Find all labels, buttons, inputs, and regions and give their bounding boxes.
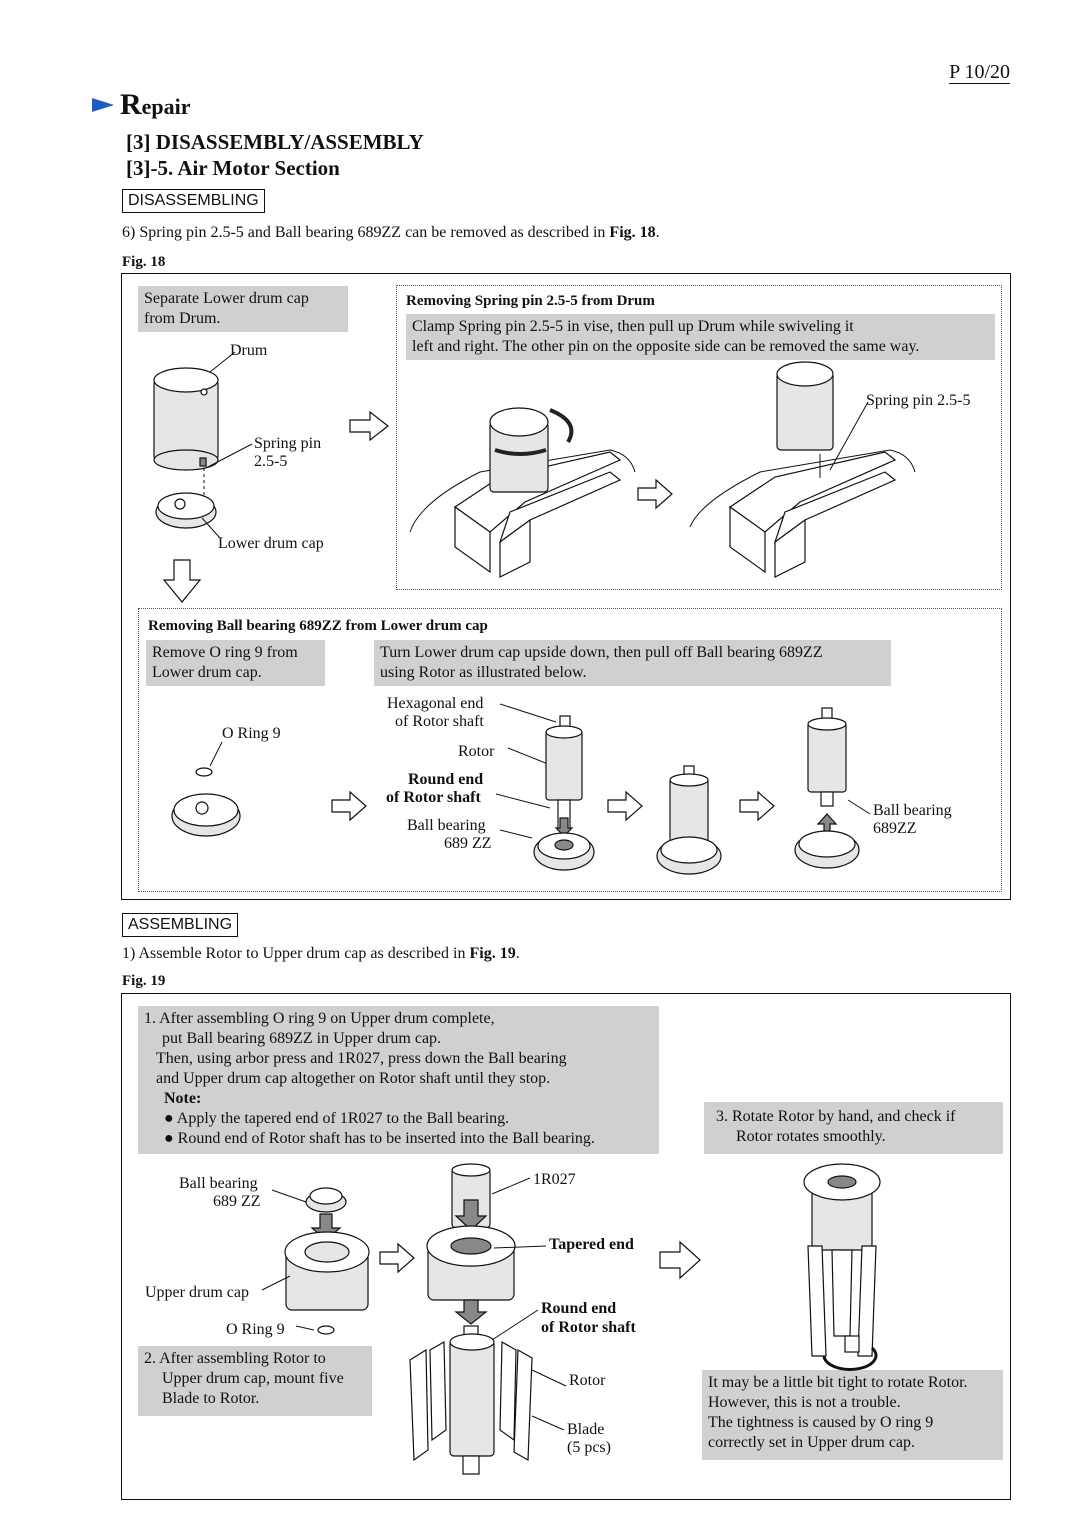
label-asm-ball-bearing: Ball bearing: [179, 1175, 258, 1192]
turn-cap-note: Turn Lower drum cap upside down, then pu…: [374, 640, 891, 686]
bearing-panel-title: Removing Ball bearing 689ZZ from Lower d…: [148, 618, 488, 634]
arrow-right-icon: [92, 98, 114, 112]
label-ball-bearing-size: 689 ZZ: [444, 835, 492, 852]
label-ball-bearing-right-2: 689ZZ: [873, 820, 917, 837]
fig19-frame: [121, 993, 1011, 1500]
label-round-end: Round end: [408, 771, 484, 788]
label-hex-end-2: of Rotor shaft: [395, 713, 484, 730]
assembly-note-4: It may be a little bit tight to rotate R…: [702, 1370, 1003, 1460]
label-hex-end: Hexagonal end: [387, 695, 484, 712]
repair-title: Repair: [120, 88, 191, 121]
label-spring-pin: Spring pin: [254, 435, 322, 452]
fig18-label: Fig. 18: [122, 254, 166, 270]
label-upper-drum-cap: Upper drum cap: [145, 1284, 249, 1301]
disassembling-tag: DISASSEMBLING: [122, 189, 265, 213]
section-title: [3] DISASSEMBLY/ASSEMBLY: [126, 130, 424, 154]
label-tool: 1R027: [533, 1171, 576, 1188]
fig18-frame: [121, 273, 1011, 900]
rotor-bearing-illustration: [171, 703, 871, 875]
label-spring-pin-size: 2.5-5: [254, 453, 288, 470]
subsection-title: [3]-5. Air Motor Section: [126, 156, 340, 180]
label-round-end-2: of Rotor shaft: [386, 789, 481, 806]
label-spring-pin-right: Spring pin 2.5-5: [866, 392, 971, 409]
page-number: P 10/20: [949, 61, 1010, 84]
assembly-note-1: 1. After assembling O ring 9 on Upper dr…: [138, 1006, 659, 1154]
assembling-step: 1) Assemble Rotor to Upper drum cap as d…: [122, 945, 520, 962]
label-rotor: Rotor: [458, 743, 495, 760]
assembling-tag: ASSEMBLING: [122, 913, 239, 937]
spring-panel-title: Removing Spring pin 2.5-5 from Drum: [406, 293, 655, 309]
label-drum: Drum: [230, 342, 268, 359]
label-asm-round-end-2: of Rotor shaft: [541, 1319, 636, 1336]
label-lower-drum-cap: Lower drum cap: [218, 535, 324, 552]
disassembling-step: 6) Spring pin 2.5-5 and Ball bearing 689…: [122, 224, 660, 241]
label-asm-round-end: Round end: [541, 1300, 617, 1317]
ball-bearing-panel: [138, 608, 1002, 892]
spring-pin-panel: [396, 285, 1002, 590]
label-asm-rotor: Rotor: [569, 1372, 606, 1389]
drum-exploded-illustration: [153, 351, 389, 603]
label-asm-ball-bearing-size: 689 ZZ: [213, 1193, 261, 1210]
label-ball-bearing-right: Ball bearing: [873, 802, 952, 819]
spring-panel-note: Clamp Spring pin 2.5-5 in vise, then pul…: [406, 314, 995, 360]
fig19-label: Fig. 19: [122, 973, 166, 989]
vise-illustration: [409, 361, 916, 578]
label-o-ring: O Ring 9: [222, 725, 281, 742]
label-asm-o-ring: O Ring 9: [226, 1321, 285, 1338]
label-ball-bearing: Ball bearing: [407, 817, 486, 834]
label-tapered-end: Tapered end: [549, 1236, 634, 1253]
label-blade: Blade: [567, 1421, 605, 1438]
label-blade-count: (5 pcs): [567, 1439, 611, 1456]
rotor-assembly-illustration: [261, 1163, 881, 1475]
